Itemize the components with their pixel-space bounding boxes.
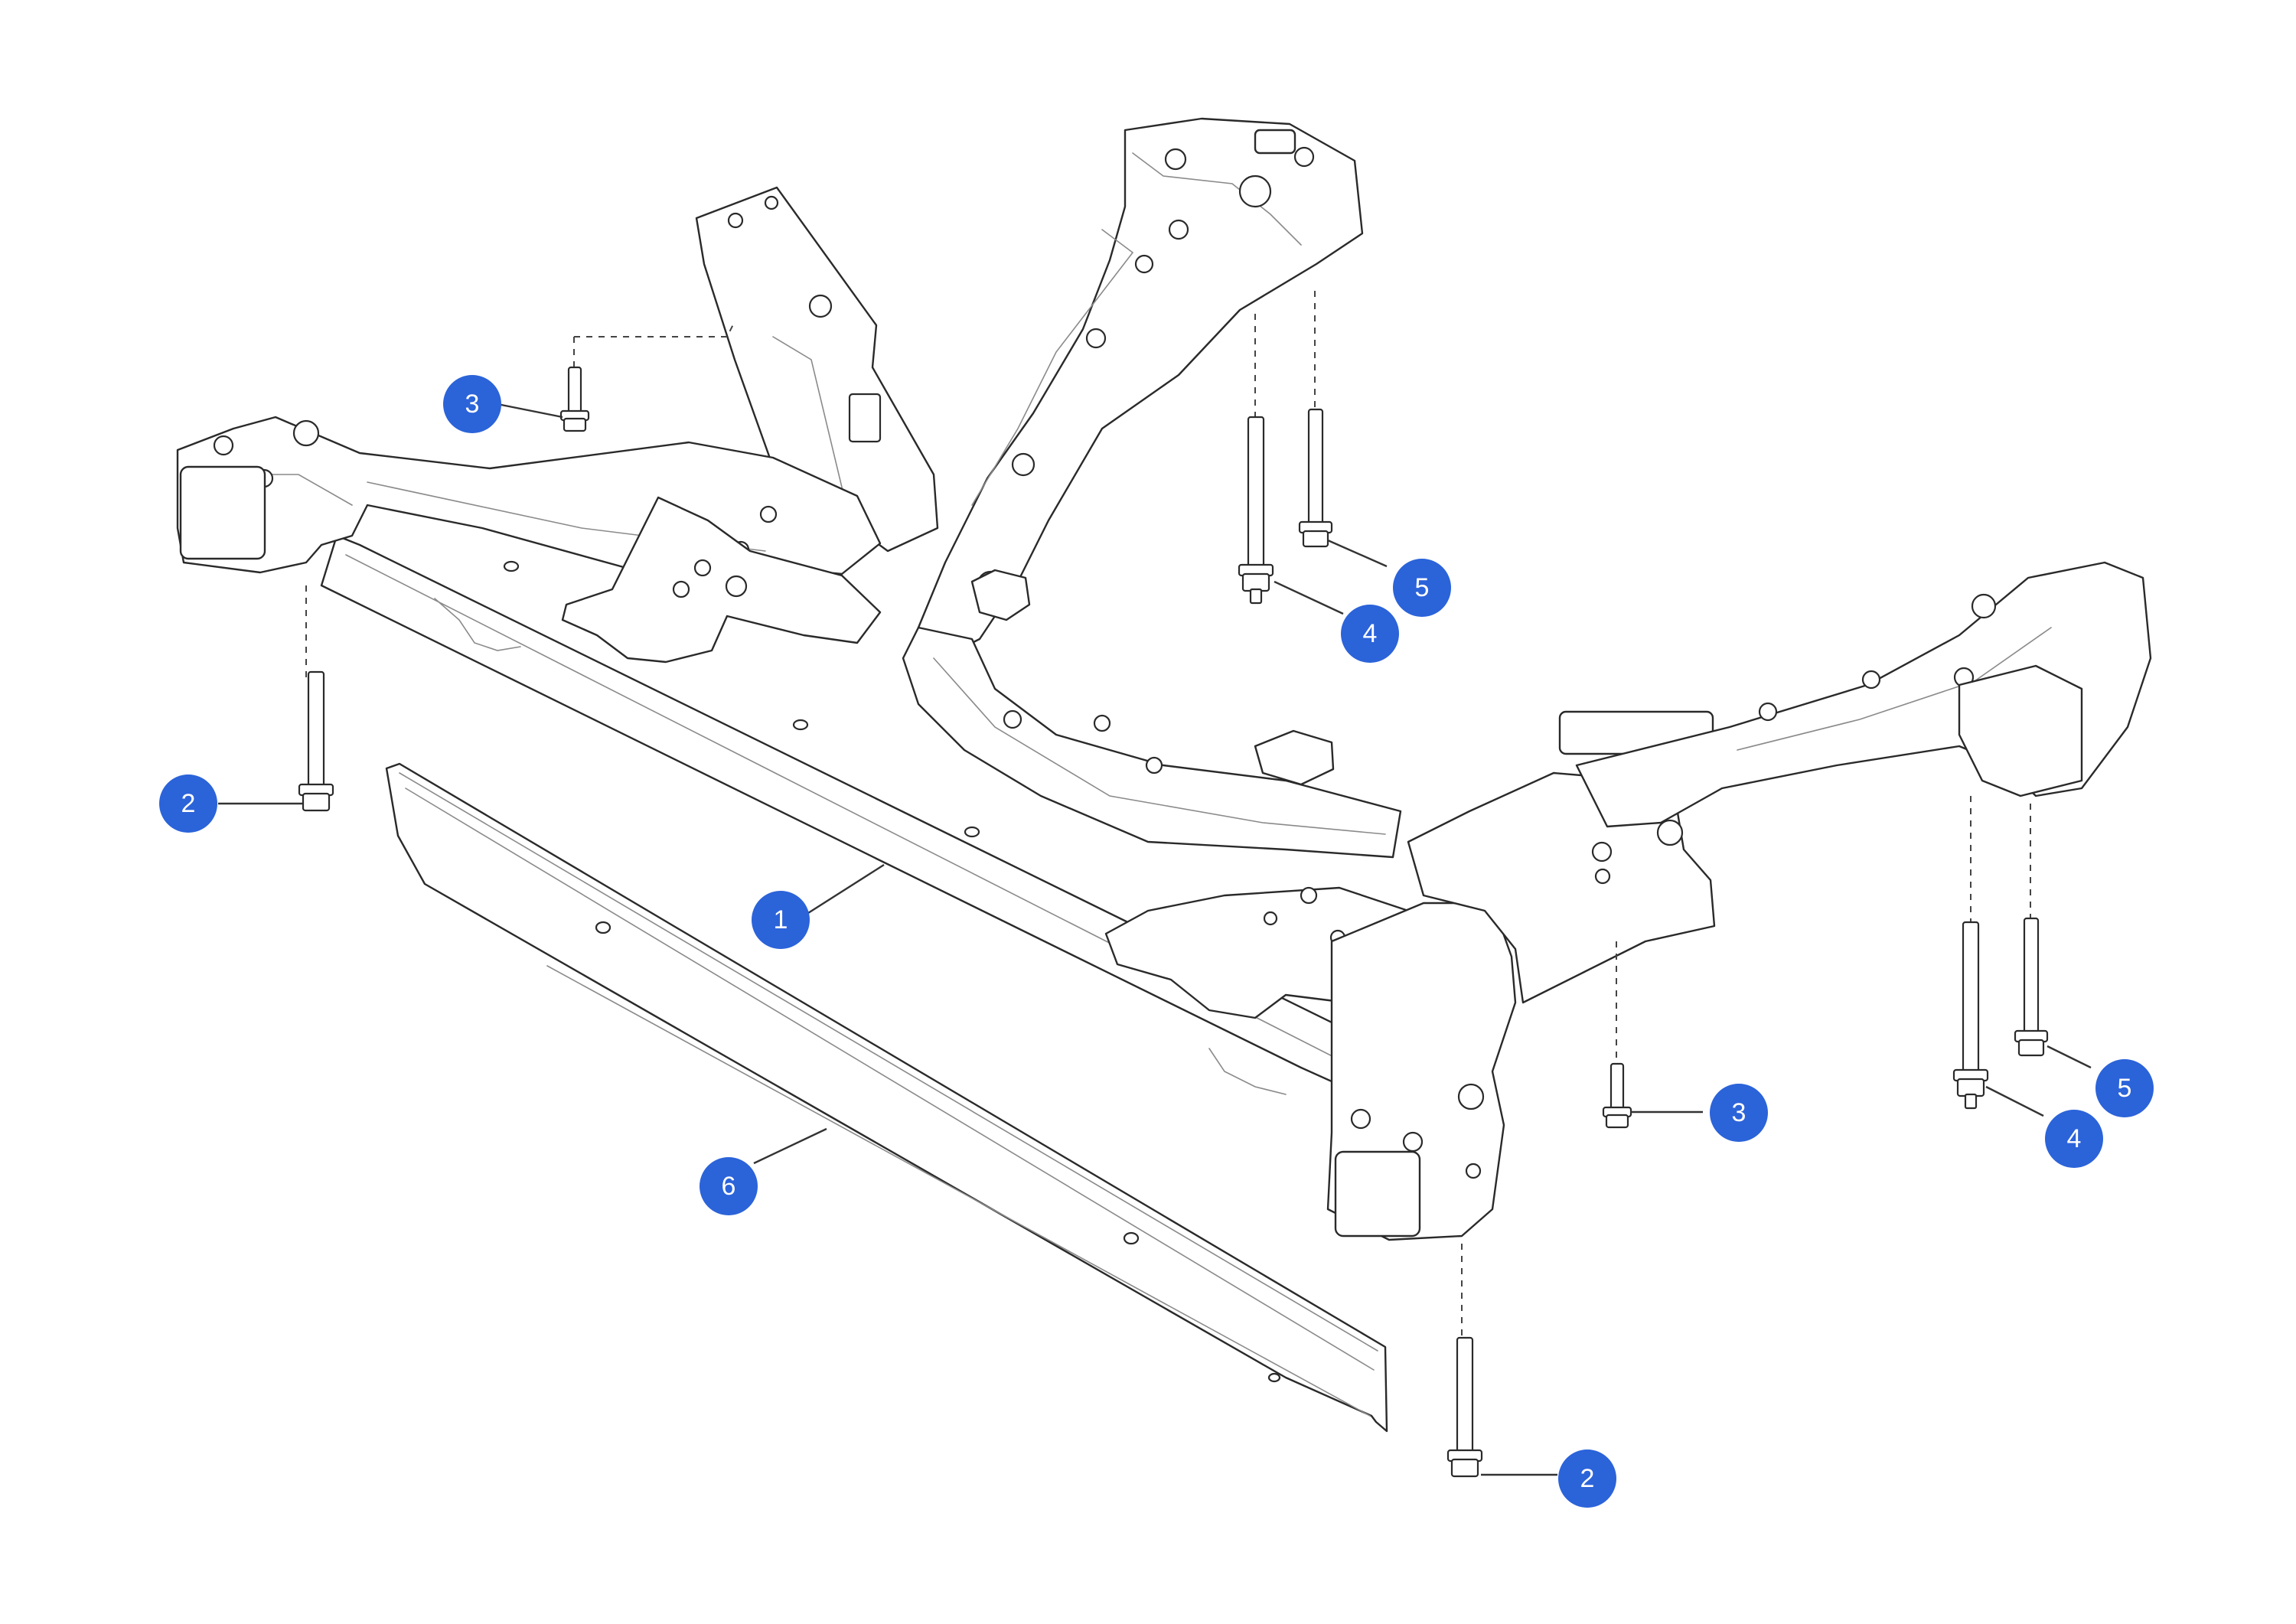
callout-label: 6 xyxy=(722,1172,736,1201)
callout-1: 1 xyxy=(752,891,810,949)
callout-3-right: 3 xyxy=(1710,1084,1768,1142)
rear-mount-stud-icon xyxy=(1298,408,1333,548)
callout-label: 5 xyxy=(1415,573,1430,602)
subframe-bolt-icon xyxy=(298,670,334,812)
callout-label: 5 xyxy=(2118,1074,2132,1103)
callout-5-left: 5 xyxy=(1393,559,1451,617)
subframe-bolt-icon xyxy=(1446,1336,1483,1478)
assembly-lines xyxy=(305,291,2031,1347)
bracket-bolt-icon xyxy=(559,366,590,432)
callout-6: 6 xyxy=(700,1157,758,1215)
callout-label: 2 xyxy=(1580,1464,1595,1493)
callout-label: 3 xyxy=(1732,1098,1746,1127)
callout-2-left: 2 xyxy=(159,774,217,833)
callout-label: 4 xyxy=(1363,619,1378,648)
callout-4-right: 4 xyxy=(2045,1110,2103,1168)
callout-5-right: 5 xyxy=(2095,1059,2154,1117)
callout-label: 3 xyxy=(465,390,480,419)
callout-label: 1 xyxy=(774,905,788,934)
front-subframe-icon xyxy=(176,117,2152,1241)
rear-mount-bolt-icon xyxy=(1952,921,1989,1110)
leader-lines xyxy=(218,403,2092,1476)
rear-mount-bolt-icon xyxy=(1238,416,1274,605)
callout-2-right: 2 xyxy=(1558,1450,1616,1508)
splash-shield-icon xyxy=(385,762,1388,1433)
rear-mount-stud-icon xyxy=(2014,917,2049,1057)
callout-4-left: 4 xyxy=(1341,605,1399,663)
bracket-bolt-icon xyxy=(1602,1062,1632,1129)
callout-label: 4 xyxy=(2067,1124,2082,1153)
callout-label: 2 xyxy=(181,789,196,818)
callout-3-left: 3 xyxy=(443,375,501,433)
